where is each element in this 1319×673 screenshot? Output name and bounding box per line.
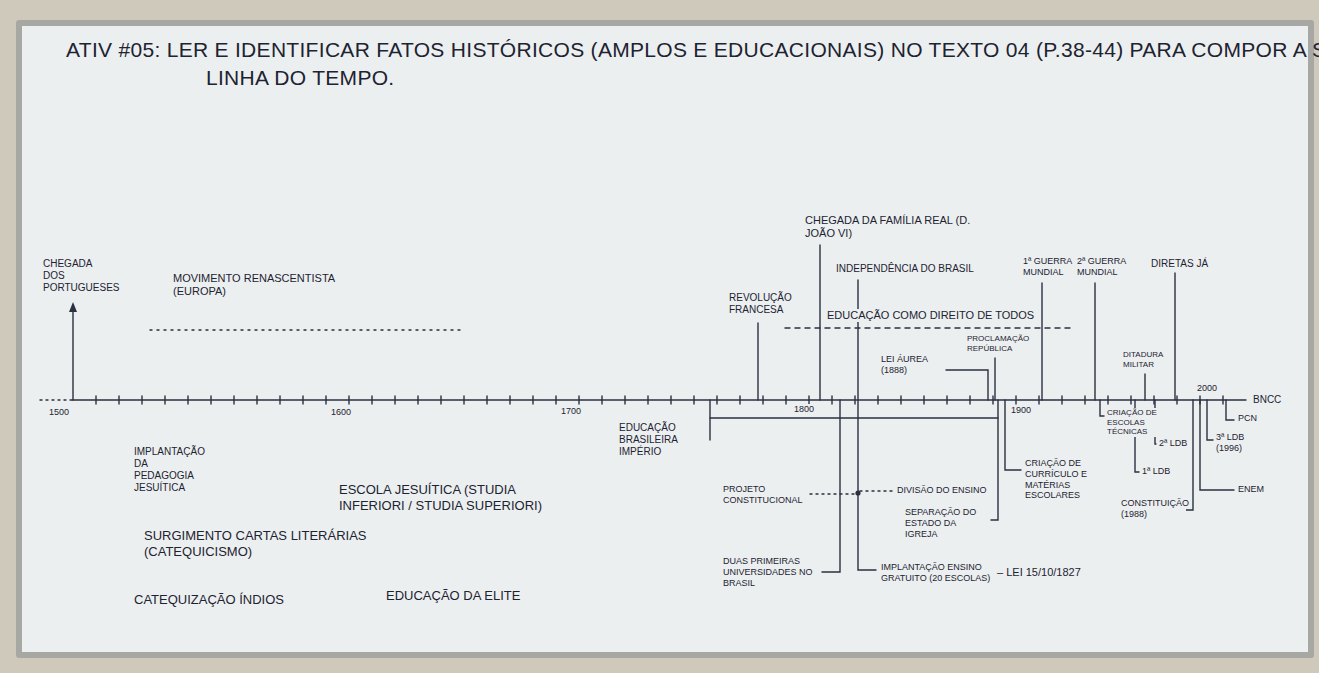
event-label: DITADURA MILITAR	[1122, 350, 1170, 369]
axis-tick	[877, 396, 878, 404]
axis-tick	[486, 396, 487, 404]
axis-tick	[1061, 396, 1062, 404]
axis-tick	[279, 396, 280, 404]
event-label: 1ª LDB	[1141, 466, 1171, 477]
axis-tick	[693, 396, 694, 404]
event-label: SURGIMENTO CARTAS LITERÁRIAS (CATEQUICIS…	[143, 528, 380, 559]
year-label: 1700	[560, 406, 582, 417]
axis-tick	[532, 396, 533, 404]
event-label: CHEGADA DOS PORTUGUESES	[42, 258, 112, 294]
event-label: IMPLANTAÇÃO DA PEDAGOGIA JESUÍTICA	[133, 446, 209, 494]
axis-tick	[716, 396, 717, 404]
event-label: INDEPENDÊNCIA DO BRASIL	[835, 263, 975, 275]
event-label: CATEQUIZAÇÃO ÍNDIOS	[133, 592, 285, 608]
axis-tick	[325, 396, 326, 404]
axis-tick	[256, 396, 257, 404]
axis-tick	[992, 396, 993, 404]
axis-tick	[578, 396, 579, 404]
event-label: ESCOLA JESUÍTICA (STUDIA INFERIORI / STU…	[338, 482, 580, 513]
axis-tick	[670, 396, 671, 404]
axis-tick	[302, 396, 303, 404]
event-label: LEI ÁUREA (1888)	[880, 354, 944, 376]
event-label: DIVISÃO DO ENSINO	[896, 485, 988, 496]
axis-tick	[854, 396, 855, 404]
axis-tick	[1038, 396, 1039, 404]
axis-tick	[509, 396, 510, 404]
axis-tick	[923, 396, 924, 404]
event-label: SEPARAÇÃO DO ESTADO DA IGREJA	[904, 507, 990, 539]
event-label: 3ª LDB (1996)	[1215, 432, 1257, 454]
event-label: 2ª GUERRA MUNDIAL	[1076, 256, 1128, 278]
event-label: BNCC	[1252, 394, 1282, 406]
event-label: PCN	[1237, 413, 1258, 424]
event-label: DUAS PRIMEIRAS UNIVERSIDADES NO BRASIL	[722, 556, 820, 588]
year-label: 1900	[1010, 405, 1032, 416]
axis-tick	[118, 396, 119, 404]
event-label: IMPLANTAÇÃO ENSINO GRATUITO (20 ESCOLAS)	[880, 562, 992, 584]
axis-tick	[1084, 396, 1085, 404]
event-label: CHEGADA DA FAMÍLIA REAL (D. JOÃO VI)	[804, 214, 981, 240]
axis-tick	[348, 396, 349, 404]
axis-tick	[1222, 396, 1223, 404]
event-label: CONSTITUIÇÃO (1988)	[1120, 498, 1186, 520]
axis-tick	[624, 396, 625, 404]
axis-tick	[210, 396, 211, 404]
event-label: 2ª LDB	[1158, 438, 1188, 449]
axis-tick	[555, 396, 556, 404]
axis-tick	[371, 396, 372, 404]
axis-tick	[946, 396, 947, 404]
axis-tick	[440, 396, 441, 404]
axis-tick	[762, 396, 763, 404]
event-label: MOVIMENTO RENASCENTISTA (EUROPA)	[172, 272, 344, 298]
event-label: DIRETAS JÁ	[1150, 258, 1209, 270]
axis-tick	[785, 396, 786, 404]
year-label: 1500	[48, 407, 70, 418]
axis-tick	[141, 396, 142, 404]
axis-tick	[233, 396, 234, 404]
year-label: 1800	[793, 404, 815, 415]
event-label: EDUCAÇÃO COMO DIREITO DE TODOS	[826, 309, 1035, 322]
axis-tick	[394, 396, 395, 404]
axis-tick	[647, 396, 648, 404]
axis-tick	[969, 396, 970, 404]
whiteboard	[16, 20, 1314, 658]
event-label: PROJETO CONSTITUCIONAL	[722, 484, 808, 506]
axis-tick	[187, 396, 188, 404]
activity-title: ATIV #05: LER E IDENTIFICAR FATOS HISTÓR…	[66, 36, 1319, 93]
event-label: CRIAÇÃO DE ESCOLAS TÉCNICAS	[1106, 408, 1176, 437]
axis-tick	[95, 396, 96, 404]
event-label: 1ª GUERRA MUNDIAL	[1022, 256, 1074, 278]
axis-tick	[601, 396, 602, 404]
year-label: 1600	[330, 407, 352, 418]
axis-tick	[1176, 396, 1177, 404]
year-label: 2000	[1196, 383, 1218, 394]
axis-tick	[739, 396, 740, 404]
event-label: REVOLUÇÃO FRANCESA	[728, 292, 802, 316]
axis-tick	[1130, 396, 1131, 404]
event-label: PROCLAMAÇÃO REPÚBLICA	[966, 334, 1030, 353]
axis-tick	[164, 396, 165, 404]
axis-tick	[900, 396, 901, 404]
axis-tick	[463, 396, 464, 404]
event-label: ENEM	[1237, 484, 1265, 495]
axis-tick	[1107, 396, 1108, 404]
axis-tick	[831, 396, 832, 404]
event-label: EDUCAÇÃO BRASILEIRA IMPÉRIO	[618, 422, 704, 458]
axis-tick	[808, 396, 809, 404]
event-label: EDUCAÇÃO DA ELITE	[385, 588, 521, 604]
event-label: – LEI 15/10/1827	[996, 566, 1082, 579]
axis-tick	[417, 396, 418, 404]
event-label: CRIAÇÃO DE CURRÍCULO E MATÉRIAS ESCOLARE…	[1024, 458, 1098, 501]
axis-tick	[1015, 396, 1016, 404]
